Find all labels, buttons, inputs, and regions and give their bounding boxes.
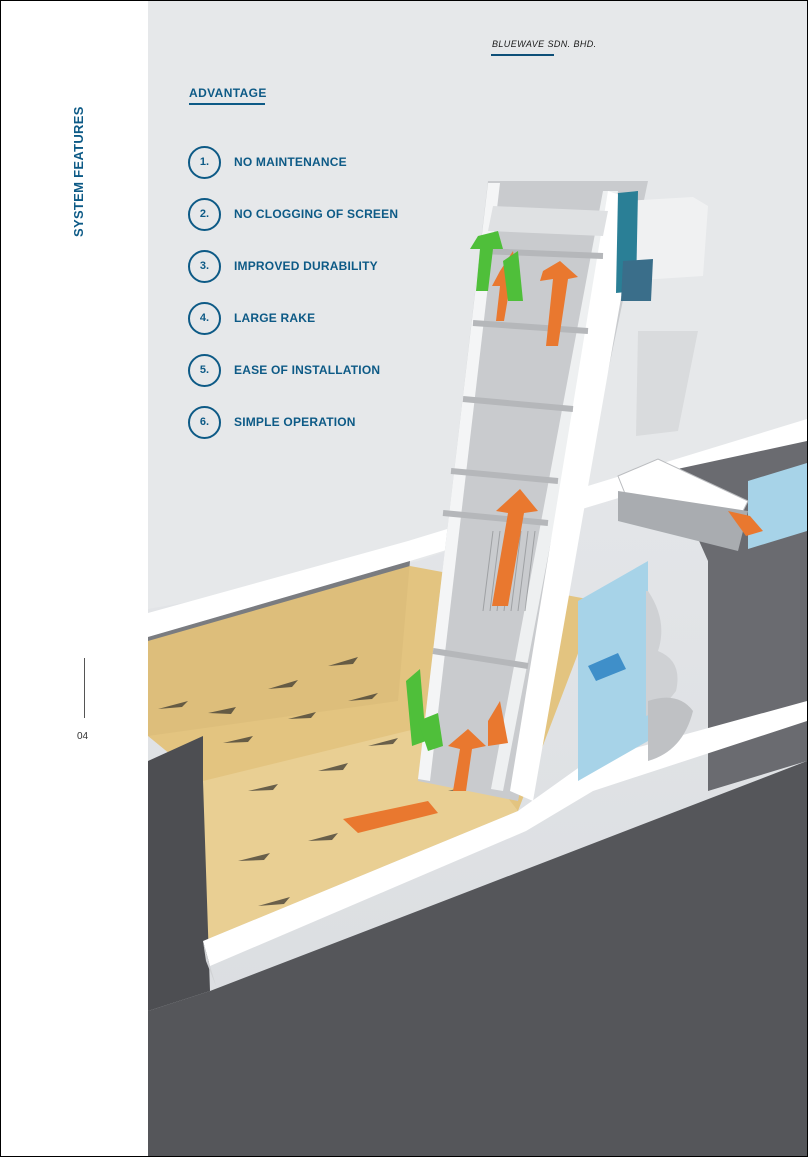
feature-label: EASE OF INSTALLATION <box>234 363 381 377</box>
hopper <box>636 331 698 436</box>
feature-item: 4. LARGE RAKE <box>188 301 315 335</box>
cutaway-edge <box>646 591 678 716</box>
feature-label: SIMPLE OPERATION <box>234 415 356 429</box>
feature-number-badge: 5. <box>188 353 221 387</box>
feature-item: 2. NO CLOGGING OF SCREEN <box>188 197 398 231</box>
front-left-wall <box>148 736 210 1011</box>
feature-number-badge: 6. <box>188 405 221 439</box>
feature-label: IMPROVED DURABILITY <box>234 259 378 273</box>
company-underline <box>491 54 554 56</box>
feature-number-badge: 2. <box>188 197 221 231</box>
sidebar: SYSTEM FEATURES 04 <box>1 1 148 1156</box>
front-ledge <box>203 701 807 966</box>
screen-frame <box>418 181 648 801</box>
feature-label: NO MAINTENANCE <box>234 155 347 169</box>
advantage-underline <box>189 103 265 105</box>
sidebar-divider <box>84 658 85 718</box>
feature-item: 1. NO MAINTENANCE <box>188 145 347 179</box>
feature-label: NO CLOGGING OF SCREEN <box>234 207 399 221</box>
section-title: SYSTEM FEATURES <box>71 106 86 237</box>
company-name: BLUEWAVE SDN. BHD. <box>492 39 597 49</box>
feature-number-badge: 1. <box>188 145 221 179</box>
illustration-panel: BLUEWAVE SDN. BHD. ADVANTAGE 1. NO MAINT… <box>148 1 807 1156</box>
advantage-heading: ADVANTAGE <box>189 86 267 100</box>
feature-number-badge: 4. <box>188 301 221 335</box>
front-wall <box>148 761 807 1156</box>
feature-label: LARGE RAKE <box>234 311 316 325</box>
feature-item: 5. EASE OF INSTALLATION <box>188 353 380 387</box>
bar-screen-illustration <box>148 1 807 1156</box>
feature-item: 6. SIMPLE OPERATION <box>188 405 356 439</box>
page-number: 04 <box>77 731 89 742</box>
feature-number-badge: 3. <box>188 249 221 283</box>
flow-arrows <box>343 231 763 833</box>
feature-item: 3. IMPROVED DURABILITY <box>188 249 378 283</box>
